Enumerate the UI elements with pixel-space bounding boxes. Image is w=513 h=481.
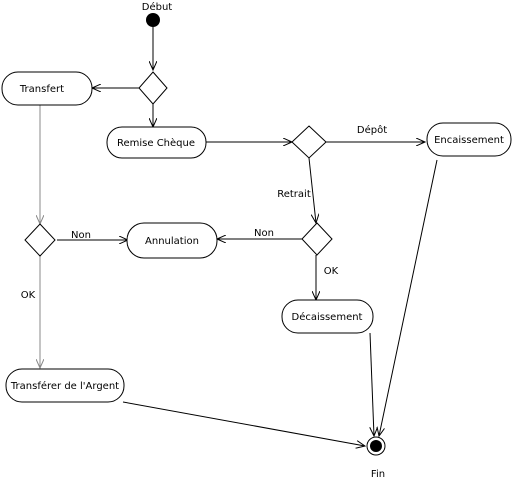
decision-3 <box>24 223 56 257</box>
edge-label-depot: Dépôt <box>357 124 387 136</box>
edge-label-non-right: Non <box>254 228 274 239</box>
edges <box>40 27 438 446</box>
edge-label-retrait: Retrait <box>277 189 311 200</box>
edge-retrait <box>308 157 316 223</box>
edge-decaissement-to-end <box>369 332 374 436</box>
edge-encaissement-to-end <box>379 159 438 436</box>
start-label: Début <box>142 1 173 13</box>
activity-remise-cheque-label: Remise Chèque <box>117 137 195 149</box>
edge-label-non-left: Non <box>71 230 91 241</box>
edge-transferer-to-end <box>122 401 365 446</box>
activity-remise-cheque <box>106 126 207 159</box>
edge-label-ok-right: OK <box>324 266 339 277</box>
decision-1 <box>138 71 168 105</box>
activity-transfert-label: Transfert <box>19 84 64 95</box>
activity-transferer-argent-label: Transférer de l'Argent <box>10 380 119 392</box>
activity-transferer-argent <box>5 368 125 403</box>
end-label: Fin <box>371 469 385 480</box>
decision-2 <box>291 125 327 159</box>
activity-annulation <box>126 222 218 259</box>
edge-label-ok-left: OK <box>21 290 36 301</box>
activity-transfert <box>1 71 93 106</box>
decision-4 <box>301 222 333 256</box>
activity-annulation-label: Annulation <box>145 236 199 247</box>
end-node <box>370 440 382 452</box>
activity-decaissement <box>281 299 374 334</box>
activity-encaissement-label: Encaissement <box>434 135 504 146</box>
activity-encaissement <box>426 122 512 157</box>
start-node <box>146 13 160 27</box>
activity-decaissement-label: Décaissement <box>292 311 363 323</box>
